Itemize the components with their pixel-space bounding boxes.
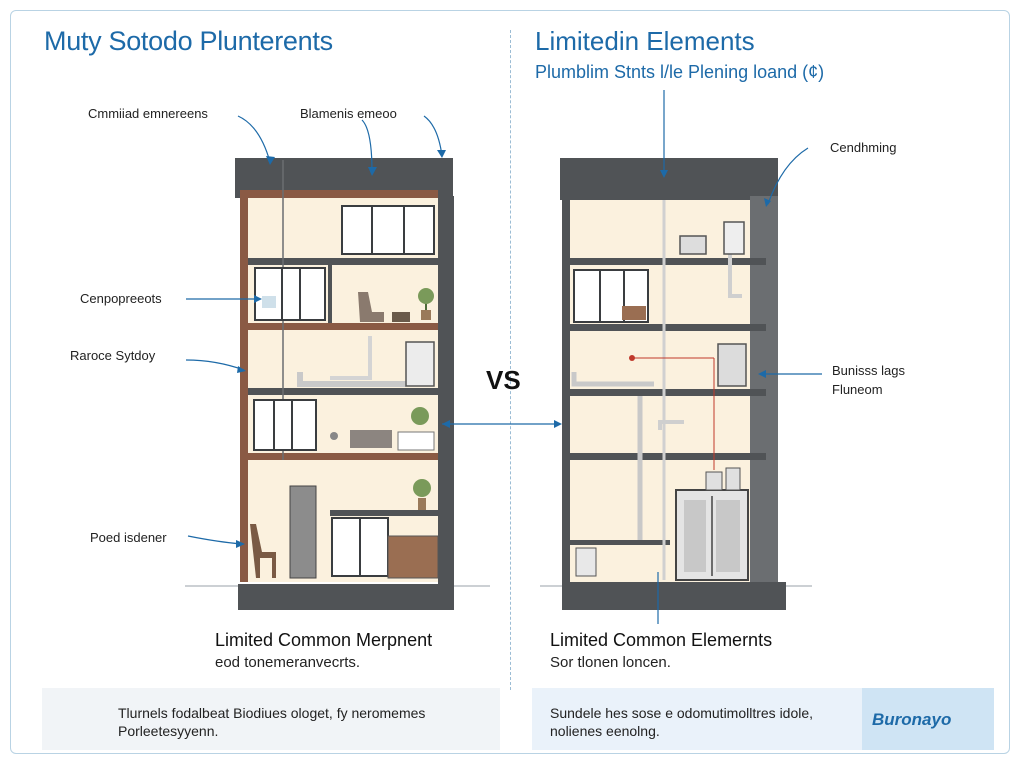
left-floor-4 <box>248 453 438 460</box>
arrow <box>767 147 809 205</box>
left-partition <box>328 265 332 323</box>
side-table <box>392 312 410 322</box>
sofa <box>350 430 392 448</box>
left-top-beam <box>240 190 438 198</box>
callout-label: Poed isdener <box>90 530 167 545</box>
right-floor-1 <box>570 258 766 265</box>
cabinet <box>405 341 435 387</box>
window <box>253 399 317 451</box>
right-info-bar <box>532 688 862 750</box>
arrow <box>237 115 271 163</box>
plant <box>411 407 429 425</box>
water-heater <box>723 221 745 255</box>
left-bar-text-1: Tlurnels fodalbeat Biodiues ologet, fy n… <box>118 705 426 721</box>
bucket <box>575 547 597 577</box>
callout-label: Fluneom <box>832 382 883 397</box>
right-roof <box>560 158 778 200</box>
left-caption-title: Limited Common Merpnent <box>215 630 433 650</box>
plant <box>413 479 431 497</box>
armchair <box>358 292 384 322</box>
callout-label: Raroce Sytdoy <box>70 348 156 363</box>
right-floor-2 <box>570 324 766 331</box>
left-caption-subtitle: eod tonemeranvecrts. <box>215 654 361 671</box>
right-subtitle: Plumblim Stnts l/le Plening loand (¢) <box>535 62 825 82</box>
right-foundation <box>562 582 786 610</box>
left-floor-3 <box>248 388 438 395</box>
cabinet <box>717 343 747 387</box>
right-title: Limitedin Elements <box>535 26 755 56</box>
right-wall-left <box>562 196 570 584</box>
callout-label: Cendhming <box>830 140 897 155</box>
left-wall-right <box>438 196 454 588</box>
arrow <box>185 359 245 371</box>
refrigerator <box>289 485 317 579</box>
left-floor-5 <box>330 510 438 516</box>
brand-logo-box <box>862 688 994 750</box>
callout-label: Cenpopreeots <box>80 291 162 306</box>
right-floor-3 <box>570 389 766 396</box>
right-bar-text-2: nolienes eenolng. <box>550 723 660 739</box>
center-divider <box>510 30 511 690</box>
brand-logo-text: Buronayo <box>872 710 952 729</box>
left-floor-2 <box>248 323 438 330</box>
left-info-bar <box>42 688 500 750</box>
arrow <box>187 535 243 545</box>
left-foundation <box>238 584 454 610</box>
pipe <box>330 336 372 380</box>
callout-label: Cmmiiad emnereens <box>88 106 208 121</box>
pipe <box>297 372 406 387</box>
callout-label: Blamenis emeoo <box>300 106 397 121</box>
pipe <box>571 372 654 387</box>
left-building <box>235 158 454 610</box>
right-caption-title: Limited Common Elemernts <box>550 630 773 650</box>
window <box>341 205 435 255</box>
window <box>254 267 326 321</box>
arrowheads <box>236 150 771 548</box>
left-title: Muty Sotodo Plunterents <box>44 26 333 56</box>
kitchen-counter <box>387 535 439 579</box>
chair <box>250 524 276 578</box>
left-floor-1 <box>248 258 438 265</box>
vs-label: VS <box>486 365 521 395</box>
right-caption-subtitle: Sor tlonen loncen. <box>550 654 671 671</box>
left-bar-text-2: Porleetesyyenn. <box>118 723 219 739</box>
radiator <box>397 431 435 451</box>
right-building <box>560 158 786 610</box>
right-bar-text-1: Sundele hes sose e odomutimolltres idole… <box>550 705 814 721</box>
right-floor-4 <box>570 453 766 460</box>
left-wall-left <box>240 190 248 582</box>
callout-label: Bunisss lags <box>832 363 905 378</box>
arrow <box>361 119 373 173</box>
appliance <box>679 235 707 255</box>
